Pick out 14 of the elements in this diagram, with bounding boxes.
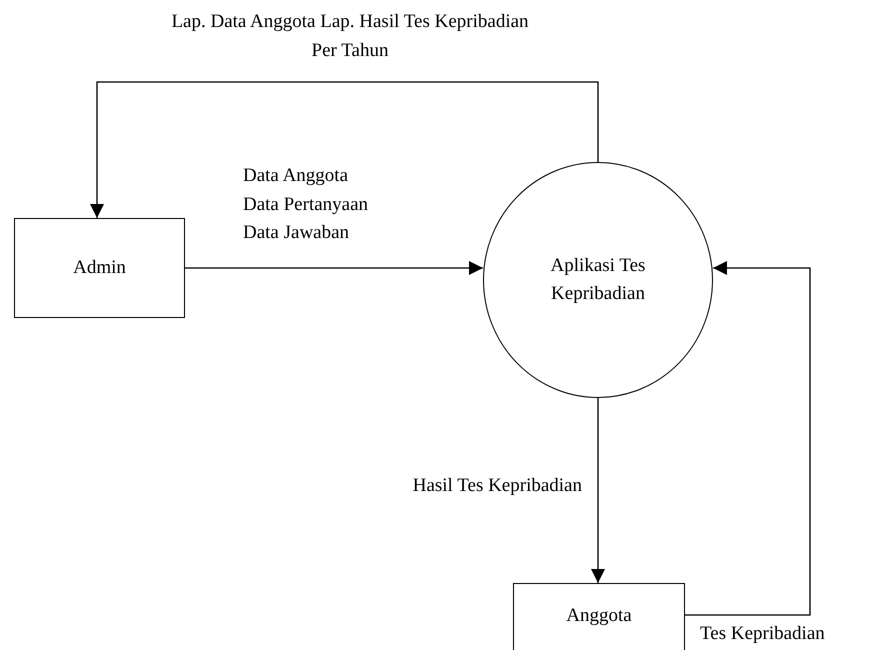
node-label: Admin [73,256,126,280]
entity-box [14,218,185,318]
arrow [185,261,483,275]
node-label: Anggota [566,604,632,628]
arrow [685,261,811,616]
edge-label: Hasil Tes Kepribadian [412,474,582,498]
node-label: Aplikasi Tes Kepribadian [550,254,646,306]
edge-label: Data Anggota Data Pertanyaan Data Jawaban [243,164,370,245]
arrow [591,398,605,583]
edge-label: Lap. Data Anggota Lap. Hasil Tes Kepribadian Per Tahun [170,10,530,62]
entity-box [513,583,685,650]
edge-label: Tes Kepribadian [700,622,826,646]
arrow [90,81,599,218]
process-circle [483,162,713,398]
